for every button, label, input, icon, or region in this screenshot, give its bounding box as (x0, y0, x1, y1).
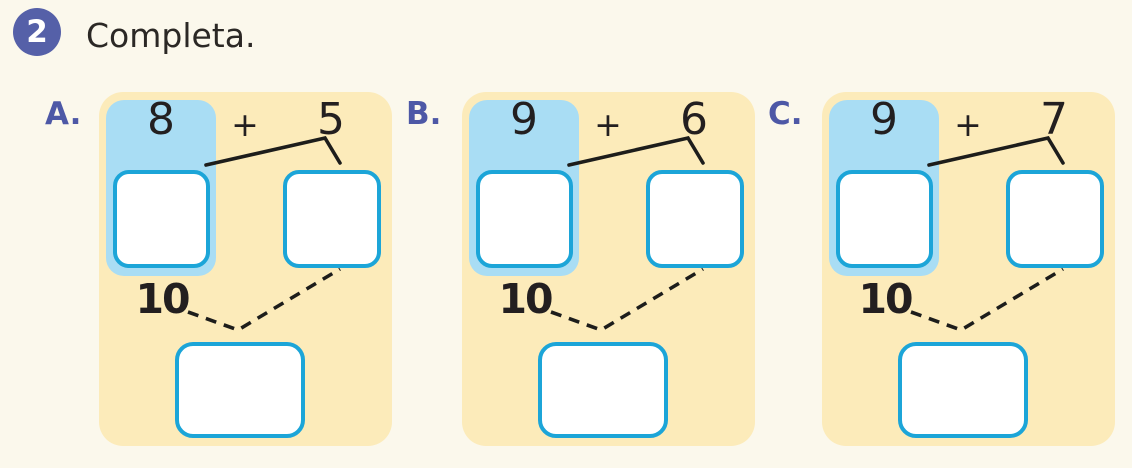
exercise-label-a: A. (45, 96, 82, 132)
ten-label: 10 (135, 275, 190, 323)
plus-sign: + (594, 105, 622, 144)
answer-box-right[interactable] (1006, 170, 1104, 268)
answer-box-sum[interactable] (538, 342, 668, 438)
first-addend: 9 (510, 94, 538, 145)
exercise-instruction: Completa. (86, 16, 256, 55)
exercise-number-badge: 2 (13, 8, 61, 56)
second-addend: 5 (317, 94, 345, 145)
plus-sign: + (231, 105, 259, 144)
second-addend: 7 (1040, 94, 1068, 145)
ten-label: 10 (498, 275, 553, 323)
exercise-number: 2 (26, 14, 48, 50)
exercise-panel-a: 8 + 5 10 (99, 92, 392, 446)
first-addend: 9 (870, 94, 898, 145)
exercise-panel-b: 9 + 6 10 (462, 92, 755, 446)
answer-box-sum[interactable] (898, 342, 1028, 438)
second-addend: 6 (680, 94, 708, 145)
make-ten-dashed-line (187, 267, 341, 332)
ten-label: 10 (858, 275, 913, 323)
answer-box-left[interactable] (476, 170, 573, 268)
answer-box-sum[interactable] (175, 342, 305, 438)
first-addend: 8 (147, 94, 175, 145)
make-ten-dashed-line (910, 267, 1064, 332)
answer-box-left[interactable] (113, 170, 210, 268)
exercise-panel-c: 9 + 7 10 (822, 92, 1115, 446)
exercise-label-c: C. (768, 96, 803, 132)
make-ten-dashed-line (550, 267, 704, 332)
answer-box-right[interactable] (283, 170, 381, 268)
answer-box-right[interactable] (646, 170, 744, 268)
answer-box-left[interactable] (836, 170, 933, 268)
exercise-label-b: B. (406, 96, 442, 132)
plus-sign: + (954, 105, 982, 144)
